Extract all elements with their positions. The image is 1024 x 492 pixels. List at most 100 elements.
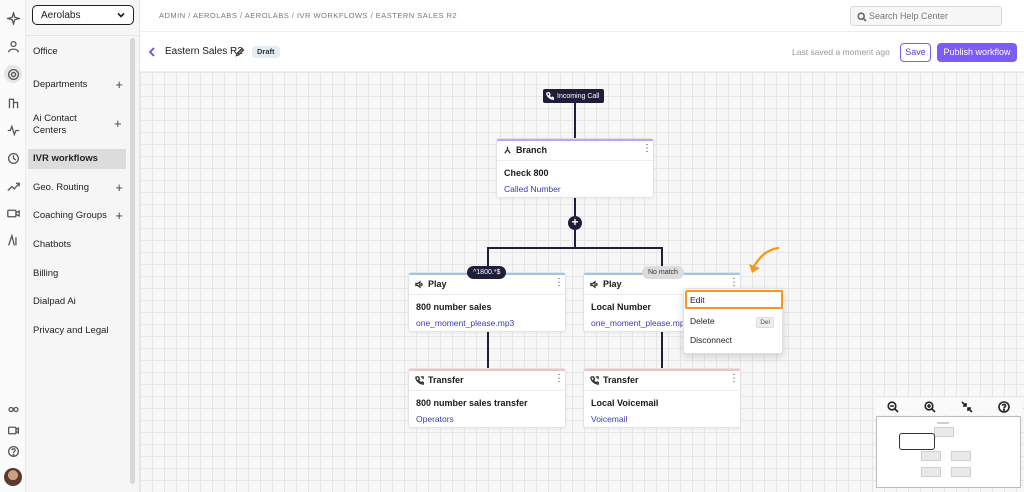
connector-line bbox=[574, 103, 576, 139]
sidebar-item-geo-routing[interactable]: Geo. Routing + bbox=[28, 181, 126, 195]
trend-icon[interactable] bbox=[5, 178, 21, 194]
card-header: Play bbox=[415, 279, 447, 289]
card-detail-link[interactable]: one_moment_please.mp3 bbox=[416, 318, 515, 328]
fit-view-icon[interactable] bbox=[961, 400, 973, 413]
card-detail-link[interactable]: Operators bbox=[416, 414, 454, 424]
minimap[interactable] bbox=[876, 416, 1021, 488]
menu-item-edit[interactable]: Edit bbox=[690, 295, 705, 305]
zoom-out-icon[interactable] bbox=[887, 400, 899, 413]
incoming-call-node[interactable]: Incoming Call bbox=[543, 89, 605, 103]
play-node-left[interactable]: Play ⋮ 800 number sales one_moment_pleas… bbox=[408, 272, 566, 332]
more-options-icon[interactable]: ⋮ bbox=[554, 277, 564, 288]
sidebar-item-label: Privacy and Legal bbox=[33, 325, 109, 336]
pencil-icon[interactable] bbox=[235, 46, 245, 57]
workflow-canvas[interactable]: Incoming Call Branch ⋮ Check 800 Called … bbox=[140, 72, 1024, 492]
card-type: Play bbox=[603, 279, 622, 289]
org-select-value: Aerolabs bbox=[41, 9, 81, 21]
history-icon[interactable] bbox=[5, 150, 21, 166]
saved-status: Last saved a moment ago bbox=[792, 47, 890, 57]
coach-icon[interactable] bbox=[5, 401, 21, 417]
card-name: Local Voicemail bbox=[591, 398, 659, 408]
sidebar-item-label: Chatbots bbox=[33, 239, 72, 250]
sidebar: Aerolabs Office Departments + Ai Contact… bbox=[26, 0, 140, 492]
condition-pill-right[interactable]: No match bbox=[642, 266, 684, 279]
sidebar-item-coaching-groups[interactable]: Coaching Groups + bbox=[28, 209, 126, 223]
card-divider bbox=[409, 390, 565, 391]
card-divider bbox=[584, 390, 740, 391]
person-icon[interactable] bbox=[5, 38, 21, 54]
add-contact-center-icon[interactable]: + bbox=[114, 116, 122, 131]
routing-icon[interactable] bbox=[5, 94, 21, 110]
connector-line bbox=[574, 198, 576, 216]
speaker-icon bbox=[415, 279, 423, 289]
page-title: Eastern Sales R2 bbox=[165, 46, 243, 57]
node-context-menu: Edit Delete Del Disconnect bbox=[683, 288, 783, 354]
sidebar-item-billing[interactable]: Billing bbox=[28, 267, 126, 281]
sidebar-scrollbar[interactable] bbox=[130, 38, 135, 484]
branch-node[interactable]: Branch ⋮ Check 800 Called Number bbox=[496, 138, 654, 198]
status-badge: Draft bbox=[252, 46, 280, 58]
sidebar-item-label: IVR workflows bbox=[33, 153, 98, 164]
card-detail-link[interactable]: one_moment_please.mp3 bbox=[591, 318, 690, 328]
search-icon bbox=[857, 12, 867, 22]
zoom-in-icon[interactable] bbox=[924, 400, 936, 413]
minimap-node bbox=[921, 451, 941, 461]
more-options-icon[interactable]: ⋮ bbox=[642, 143, 652, 154]
sidebar-item-departments[interactable]: Departments + bbox=[28, 78, 126, 92]
card-type: Transfer bbox=[428, 375, 464, 385]
add-geo-routing-icon[interactable]: + bbox=[115, 180, 123, 195]
add-coaching-group-icon[interactable]: + bbox=[115, 208, 123, 223]
edit-highlight bbox=[685, 290, 783, 309]
help-icon[interactable] bbox=[997, 400, 1010, 413]
connector-line bbox=[487, 247, 489, 272]
sparkle-icon[interactable] bbox=[5, 10, 21, 26]
transfer-icon bbox=[590, 375, 599, 385]
add-node-button[interactable]: + bbox=[568, 216, 582, 230]
back-icon[interactable] bbox=[147, 46, 157, 58]
sidebar-item-label: Departments bbox=[33, 79, 88, 90]
save-button[interactable]: Save bbox=[900, 43, 931, 62]
sidebar-item-privacy-legal[interactable]: Privacy and Legal bbox=[28, 324, 126, 338]
breadcrumb: ADMIN / AEROLABS / AEROLABS / IVR WORKFL… bbox=[159, 11, 458, 20]
minimap-viewport[interactable] bbox=[899, 433, 935, 450]
sidebar-item-dialpad-ai[interactable]: Dialpad Ai bbox=[28, 295, 126, 309]
sidebar-item-ivr-workflows[interactable]: IVR workflows bbox=[28, 149, 126, 169]
org-select[interactable]: Aerolabs bbox=[32, 5, 134, 25]
sidebar-item-office[interactable]: Office bbox=[28, 45, 126, 59]
pulse-icon[interactable] bbox=[5, 122, 21, 138]
sidebar-item-chatbots[interactable]: Chatbots bbox=[28, 238, 126, 252]
connector-line bbox=[487, 247, 663, 249]
transfer-node-right[interactable]: Transfer ⋮ Local Voicemail Voicemail bbox=[583, 368, 741, 428]
card-header: Transfer bbox=[590, 375, 639, 385]
sidebar-item-label: Billing bbox=[33, 268, 59, 279]
minimap-node bbox=[934, 427, 954, 437]
help-icon[interactable] bbox=[5, 443, 21, 459]
card-divider bbox=[409, 294, 565, 295]
add-department-icon[interactable]: + bbox=[115, 77, 123, 92]
delete-shortcut-badge: Del bbox=[756, 317, 774, 328]
card-header: Play bbox=[590, 279, 622, 289]
annotation-arrow-icon bbox=[749, 246, 780, 273]
minimap-node bbox=[937, 422, 949, 424]
card-type: Branch bbox=[516, 145, 548, 155]
search-input[interactable]: Search Help Center bbox=[850, 6, 1002, 26]
video-icon[interactable] bbox=[5, 205, 21, 221]
meeting-icon[interactable] bbox=[5, 422, 21, 438]
more-options-icon[interactable]: ⋮ bbox=[729, 277, 739, 288]
minimap-node bbox=[951, 451, 971, 461]
sidebar-item-ai-contact-centers[interactable]: Ai Contact Centers bbox=[28, 112, 100, 138]
settings-icon[interactable] bbox=[4, 65, 22, 83]
menu-item-disconnect[interactable]: Disconnect bbox=[690, 335, 733, 345]
menu-item-delete[interactable]: Delete bbox=[690, 316, 715, 326]
ai-icon[interactable] bbox=[5, 232, 21, 248]
search-placeholder: Search Help Center bbox=[869, 11, 949, 21]
connector-line bbox=[487, 332, 489, 368]
publish-workflow-button[interactable]: Publish workflow bbox=[937, 43, 1017, 62]
condition-pill-left[interactable]: ^1800.*$ bbox=[467, 266, 507, 279]
avatar[interactable] bbox=[4, 468, 22, 486]
card-detail-link[interactable]: Voicemail bbox=[591, 414, 628, 424]
more-options-icon[interactable]: ⋮ bbox=[729, 373, 739, 384]
transfer-node-left[interactable]: Transfer ⋮ 800 number sales transfer Ope… bbox=[408, 368, 566, 428]
card-detail-link[interactable]: Called Number bbox=[504, 184, 561, 194]
more-options-icon[interactable]: ⋮ bbox=[554, 373, 564, 384]
